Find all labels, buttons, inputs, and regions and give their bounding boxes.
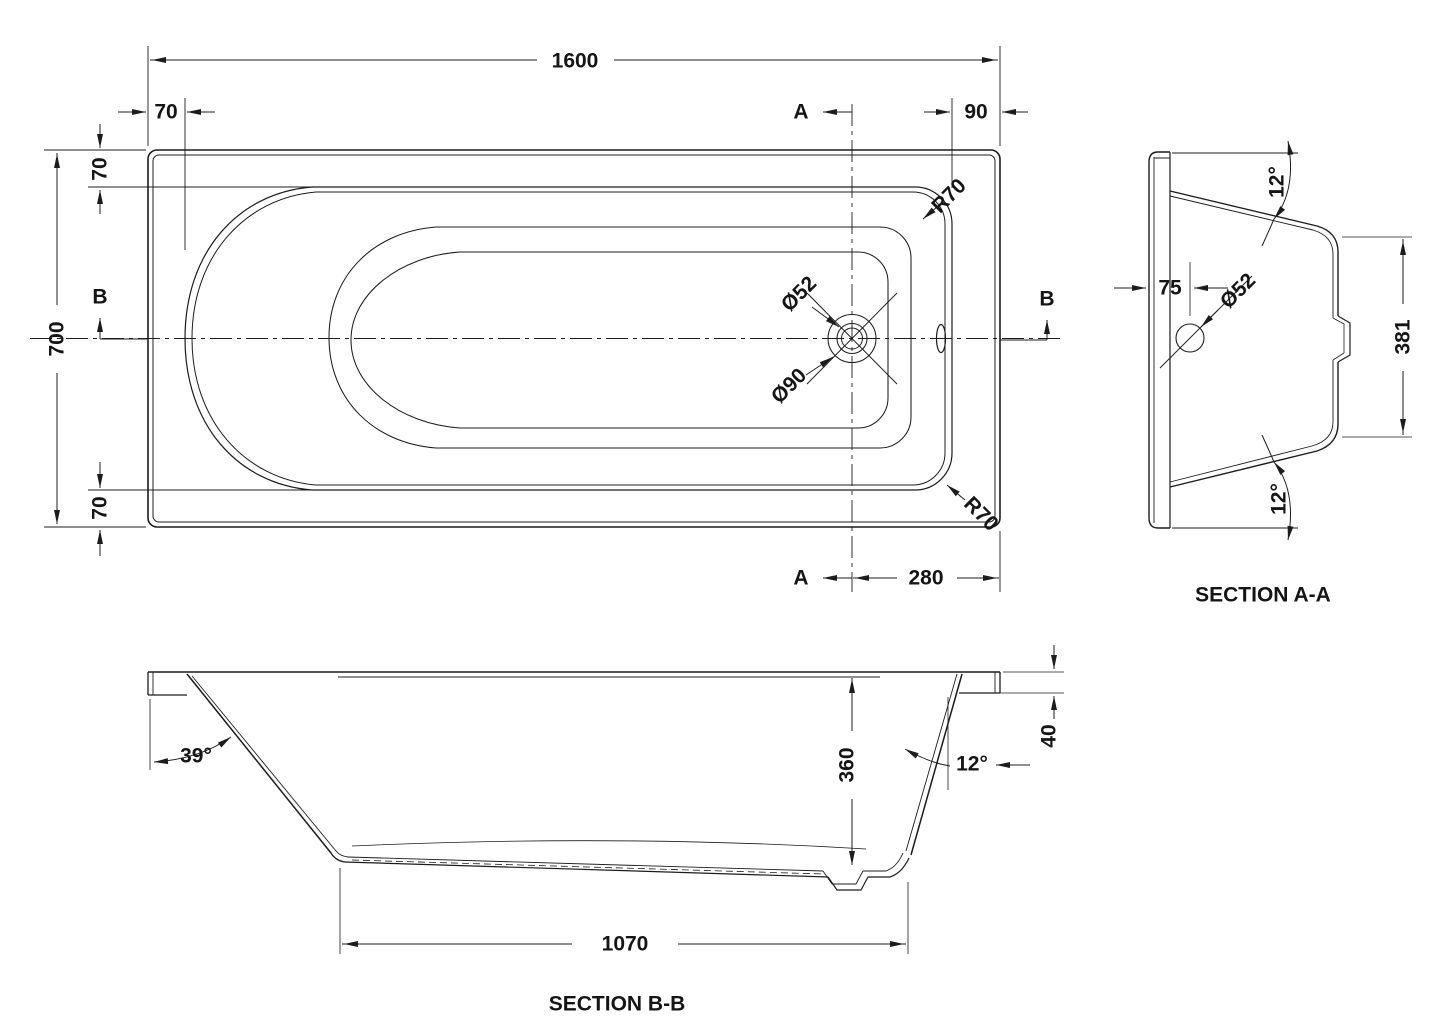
plan-floor-outline [328,226,912,449]
dim-plan-drain-offset: 280 [908,567,943,590]
aa-top-slope-inner [1169,195,1314,231]
bb-head-slope [186,673,332,854]
dim-plan-drain-large: Ø90 [767,364,811,408]
aa-rim-contour [1148,151,1170,529]
section-b-marker-right: B [1039,288,1054,311]
aa-drain-hole [1175,323,1205,353]
plan-drain-cross [806,292,898,385]
bb-12-arc [904,748,951,767]
aa-angle-arc-top [1273,140,1294,220]
bb-right-skirt [959,672,1001,694]
aa-bottom-slope [1169,450,1318,488]
bb-head-slope-curve-inner [335,850,349,858]
plan-drain [806,292,898,385]
bb-head-slope-curve [330,852,346,863]
arrow [946,484,966,501]
ext-lines-40 [966,671,1064,694]
bb-floor-texture [351,859,825,875]
aa-top-slope [1169,190,1318,227]
dim-plan-rim-left: 70 [154,101,177,124]
dim-aa-angle-top: 12° [1266,166,1289,198]
plan-view: 1600 70 A 90 700 70 70 B B [30,46,1062,592]
ext-lines-rim-top-bottom [88,186,320,491]
aa-bottom-corner [1316,423,1339,452]
bb-head-slope-inner [191,675,337,852]
aa-top-corner [1316,225,1339,253]
dim-bb-rim-height: 40 [1038,724,1061,747]
dim-aa-angle-bottom: 12° [1268,483,1291,515]
arrow [1200,309,1219,328]
dim-aa-drain-dia: Ø52 [1216,269,1260,313]
aa-angle-arc-bottom-tail [1261,434,1275,463]
dim-plan-corner-radius-bottom: R70 [959,492,1003,536]
dim-plan-corner-radius-top: R70 [927,174,971,218]
section-a-marker-top: A [793,101,808,124]
bb-floor-top [347,852,904,885]
bb-foot-wall [910,673,963,856]
aa-bottom-slope-inner [1169,445,1313,483]
dim-plan-width: 700 [46,321,69,356]
arrow [922,205,939,220]
plan-rim-edge-inner [191,191,946,486]
aa-waste-bump [1337,315,1351,363]
arrow [805,356,834,376]
aa-angle-arc-top-tail [1261,218,1275,247]
dim-plan-rim-bottom: 70 [89,496,112,519]
aa-rim-inner [1153,157,1170,523]
dim-bb-depth: 360 [836,747,859,782]
aa-waste-bump-inner [1332,317,1345,361]
dim-plan-drain-small: Ø52 [777,272,821,316]
section-aa-title: SECTION A-A [1195,584,1331,607]
dim-plan-length: 1600 [552,50,599,73]
bb-foot-wall-inner [905,673,958,852]
bb-floor-far-edge [351,840,867,850]
dim-plan-rim-right: 90 [964,101,987,124]
ext-lines-1070 [339,868,909,954]
aa-top-corner-inner [1312,229,1334,255]
plan-overflow-slot [935,323,947,354]
section-b-marker-left: B [92,286,107,309]
dim-bb-foot-angle: 12° [956,753,988,776]
ext-lines-700 [44,149,146,528]
bb-floor-bottom [344,857,910,891]
arrow [811,306,840,328]
dim-bb-head-angle: 39° [180,745,212,768]
aa-bottom-corner-inner [1311,421,1334,447]
aa-angle-arc-bottom [1273,461,1294,541]
bb-39-arc [153,736,232,765]
plan-rim-edge [184,186,953,491]
section-aa-view: Ø52 75 12° 12° 381 SECTION A-A [1114,140,1415,607]
section-bb-view: 39° 12° 360 40 1070 SECTION B-B [147,645,1064,1016]
dim-aa-inner-width: 381 [1392,319,1415,354]
ext-lines-381 [1342,236,1412,438]
plan-floor-outline-inner [350,251,889,429]
dim-aa-drain-offset: 75 [1158,277,1182,300]
bb-left-skirt [147,672,187,696]
dim-plan-rim-top: 70 [89,157,112,180]
dim-bb-base-length: 1070 [602,933,649,956]
section-a-marker-bottom: A [793,567,808,590]
section-bb-title: SECTION B-B [549,993,686,1016]
ext-lines-1600 [147,46,1001,146]
